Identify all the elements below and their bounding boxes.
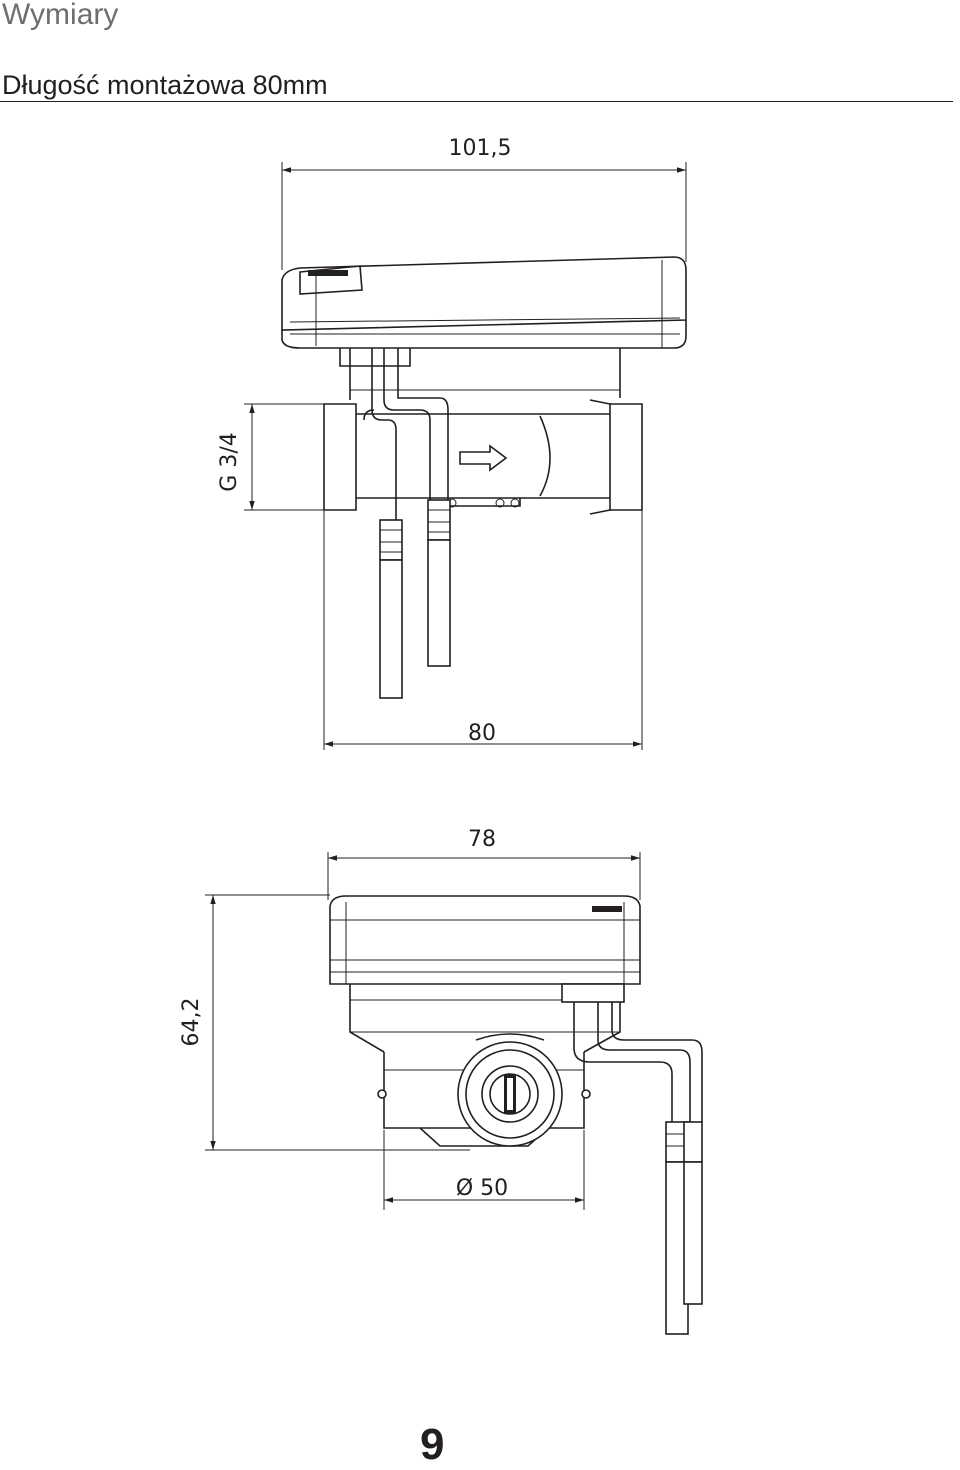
dim-body-width: 78 xyxy=(468,827,496,852)
dim-top-width: 101,5 xyxy=(449,136,512,161)
section-title: Wymiary xyxy=(2,0,119,31)
page-number: 9 xyxy=(420,1420,445,1469)
dim-diameter: Ø 50 xyxy=(456,1176,508,1201)
page-subtitle: Długość montażowa 80mm xyxy=(2,70,328,100)
dim-thread: G 3/4 xyxy=(217,432,242,491)
header-rule xyxy=(0,101,953,102)
dim-height: 64,2 xyxy=(179,998,204,1047)
front-view xyxy=(205,852,703,1335)
dim-install-length: 80 xyxy=(468,721,496,746)
side-view xyxy=(244,162,687,750)
flow-direction-arrow-icon xyxy=(459,444,508,472)
